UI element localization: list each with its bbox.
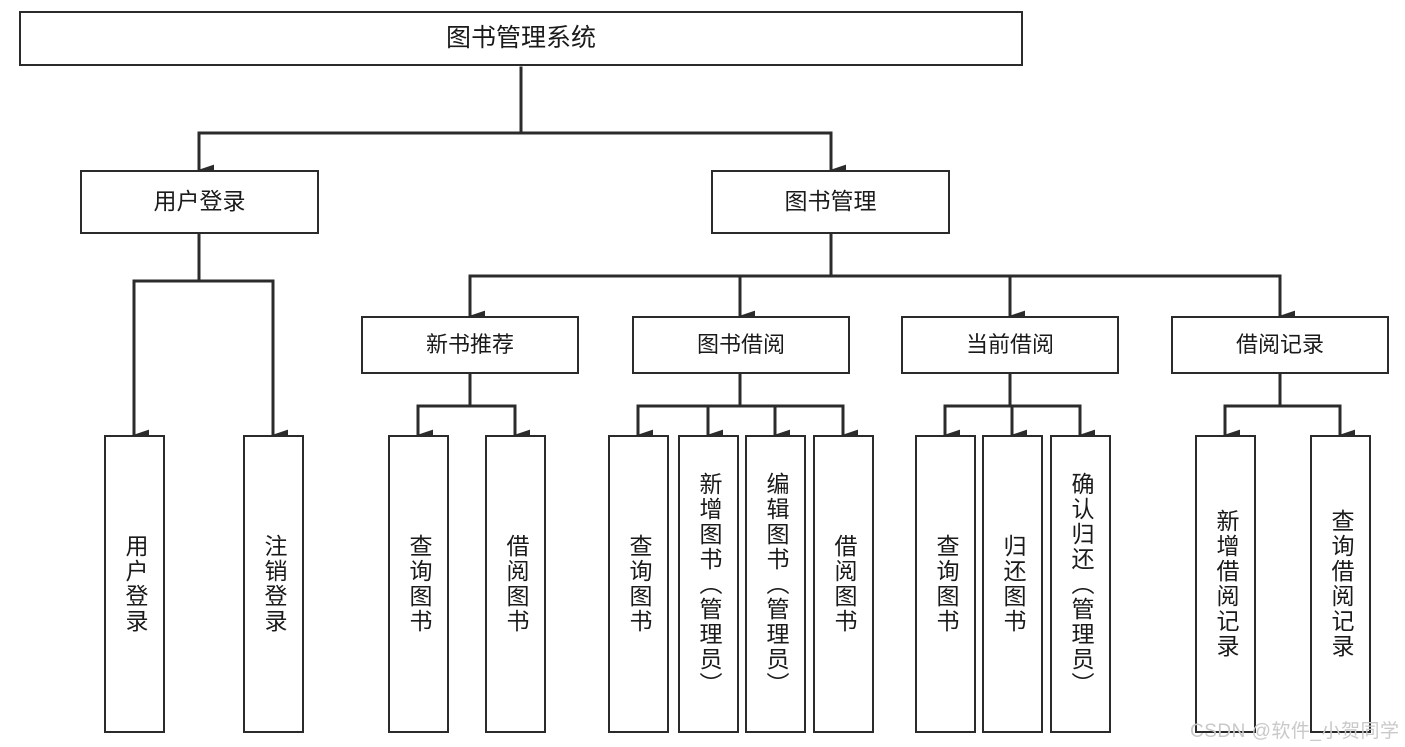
node-leaf-borrow-book-1[interactable]: 借阅图书 xyxy=(485,435,546,733)
node-label: 查询图书 xyxy=(406,534,432,634)
node-label: 用户登录 xyxy=(122,534,148,634)
node-current-borrow[interactable]: 当前借阅 xyxy=(901,316,1119,374)
node-leaf-confirm-return[interactable]: 确认归还（管理员） xyxy=(1050,435,1111,733)
node-label: 查询图书 xyxy=(626,534,652,634)
node-label: 当前借阅 xyxy=(965,332,1054,358)
node-leaf-user-logout[interactable]: 注销登录 xyxy=(243,435,304,733)
node-label: 新增借阅记录 xyxy=(1213,509,1239,659)
node-borrow-record[interactable]: 借阅记录 xyxy=(1171,316,1389,374)
node-label: 查询借阅记录 xyxy=(1328,509,1354,659)
node-leaf-edit-book[interactable]: 编辑图书（管理员） xyxy=(745,435,806,733)
node-leaf-query-book-2[interactable]: 查询图书 xyxy=(608,435,669,733)
node-book-manage[interactable]: 图书管理 xyxy=(711,170,950,234)
node-leaf-query-record[interactable]: 查询借阅记录 xyxy=(1310,435,1371,733)
node-user-login[interactable]: 用户登录 xyxy=(80,170,319,234)
node-label: 新增图书（管理员） xyxy=(696,471,722,697)
node-leaf-return-book[interactable]: 归还图书 xyxy=(982,435,1043,733)
node-label: 图书借阅 xyxy=(696,332,785,358)
node-label: 借阅记录 xyxy=(1235,332,1324,358)
node-label: 用户登录 xyxy=(153,188,246,215)
node-leaf-query-book-3[interactable]: 查询图书 xyxy=(915,435,976,733)
node-leaf-add-record[interactable]: 新增借阅记录 xyxy=(1195,435,1256,733)
node-leaf-user-login[interactable]: 用户登录 xyxy=(104,435,165,733)
node-label: 查询图书 xyxy=(933,534,959,634)
node-leaf-borrow-book-2[interactable]: 借阅图书 xyxy=(813,435,874,733)
node-label: 图书管理 xyxy=(784,188,877,215)
node-root[interactable]: 图书管理系统 xyxy=(19,11,1023,66)
node-label: 编辑图书（管理员） xyxy=(763,471,789,697)
node-label: 图书管理系统 xyxy=(445,23,596,52)
node-leaf-query-book-1[interactable]: 查询图书 xyxy=(388,435,449,733)
node-label: 注销登录 xyxy=(261,534,287,634)
node-label: 借阅图书 xyxy=(831,534,857,634)
node-label: 归还图书 xyxy=(1000,534,1026,634)
node-new-book-rec[interactable]: 新书推荐 xyxy=(361,316,579,374)
node-label: 借阅图书 xyxy=(503,534,529,634)
node-label: 新书推荐 xyxy=(425,332,514,358)
node-leaf-add-book[interactable]: 新增图书（管理员） xyxy=(678,435,739,733)
node-label: 确认归还（管理员） xyxy=(1068,471,1094,697)
watermark: CSDN @软件_小贺同学 xyxy=(1190,721,1400,742)
node-book-borrow[interactable]: 图书借阅 xyxy=(632,316,850,374)
